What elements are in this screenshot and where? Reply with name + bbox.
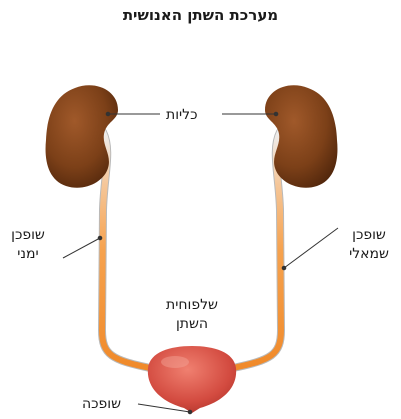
label-right-ureter-line1: שופכן [2,226,54,245]
right-ureter [102,132,150,368]
label-kidneys: כליות [166,106,198,125]
label-bladder-line2: השתן [150,315,234,334]
label-left-ureter-line2: שמאלי [340,245,398,264]
bladder [148,346,236,413]
label-bladder: שלפוחית השתן [150,296,234,334]
label-right-ureter: שופכן ימני [2,226,54,264]
label-left-ureter: שופכן שמאלי [340,226,398,264]
label-left-ureter-line1: שופכן [340,226,398,245]
label-urethra: שופכה [82,395,121,414]
diagram-title: מערכת השתן האנושית [0,6,401,24]
leader-right-ureter [63,238,100,258]
label-bladder-line1: שלפוחית [150,296,234,315]
label-right-ureter-line2: ימני [2,245,54,264]
left-ureter [233,132,281,368]
leader-left-ureter [284,228,338,268]
